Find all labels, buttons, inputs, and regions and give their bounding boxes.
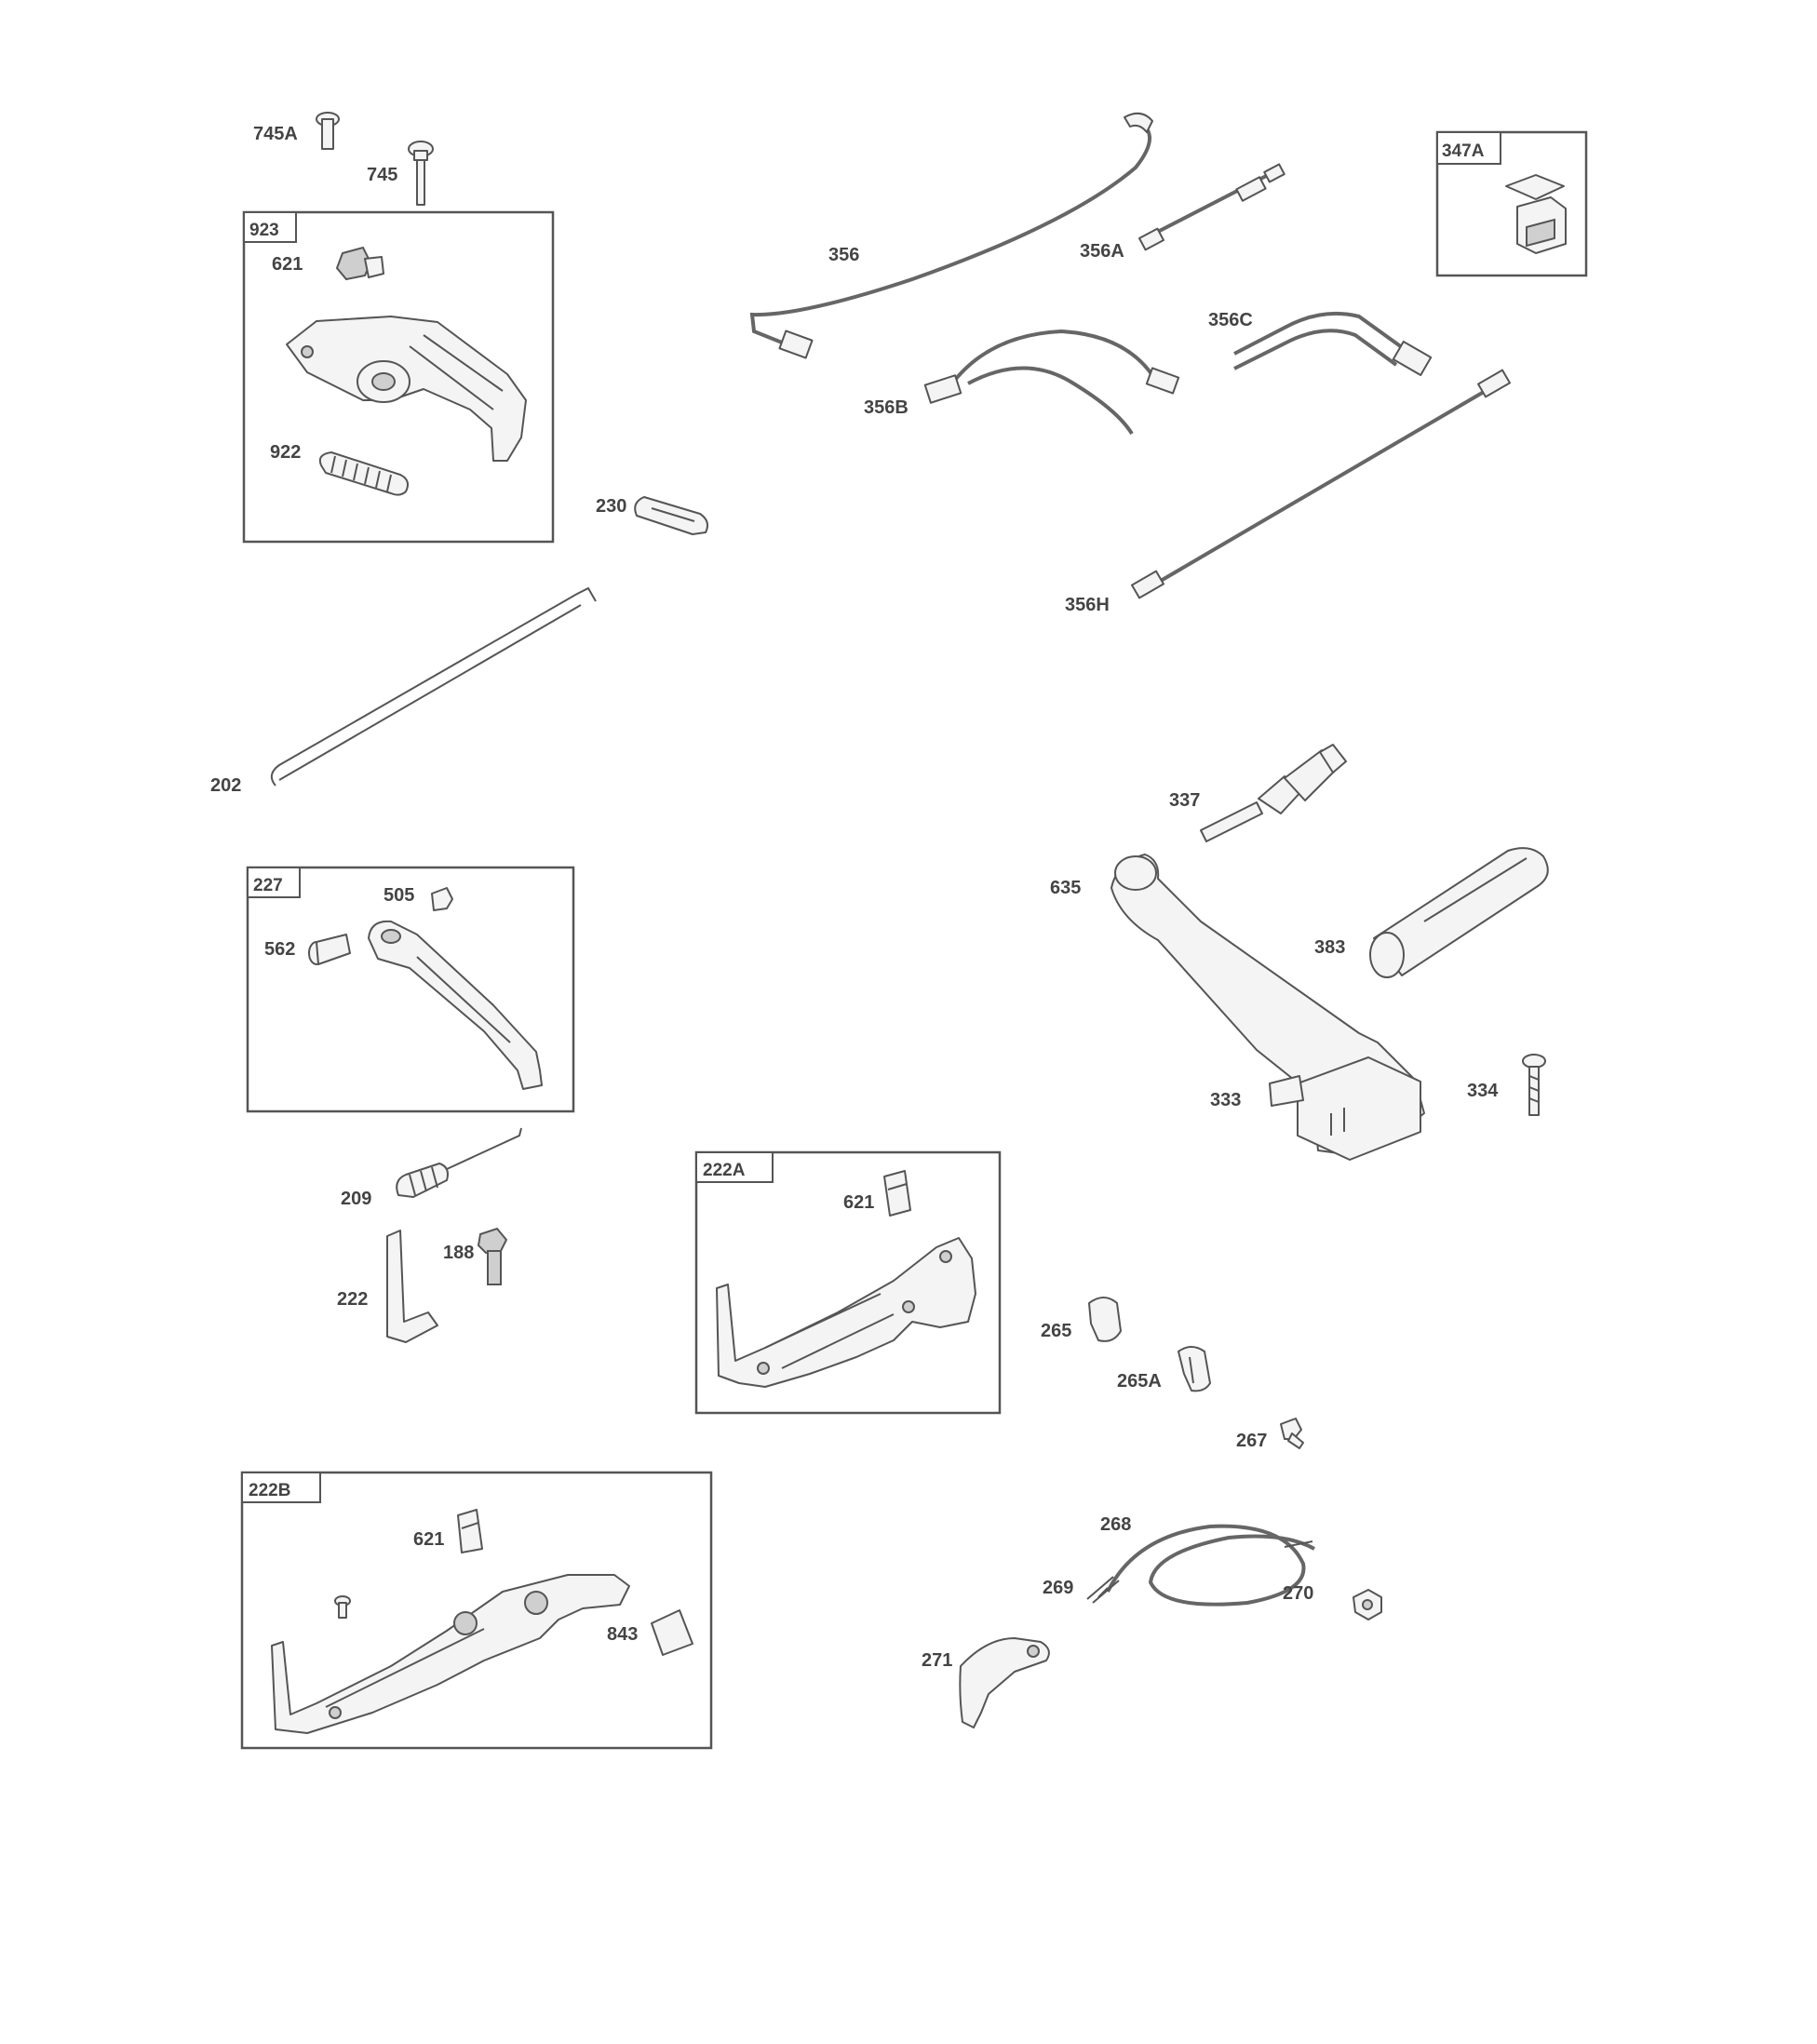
nut-621-part[interactable] [335, 246, 384, 281]
label-209: 209 [341, 1189, 371, 1209]
bolt-745A-part[interactable] [316, 112, 340, 150]
callout-labels: 745A 745 621 922 356 356A 356B 356C 356H… [210, 124, 1499, 1671]
screw-267-part[interactable] [1280, 1418, 1304, 1449]
box-347A: 347A [1435, 130, 1588, 277]
boot-383-part[interactable] [1369, 847, 1549, 978]
box-222A: 222A [694, 1150, 1002, 1415]
spark-plug-337-part[interactable] [1200, 744, 1347, 842]
wire-356A-part[interactable] [1138, 163, 1285, 251]
label-383: 383 [1314, 937, 1345, 958]
screw-small-222B-part[interactable] [334, 1595, 351, 1619]
box-222B: 222B [240, 1471, 713, 1750]
clip-265-part[interactable] [1088, 1297, 1122, 1342]
spring-209-part[interactable] [396, 1127, 522, 1198]
label-621-a: 621 [272, 254, 303, 275]
bolt-745-part[interactable] [408, 141, 434, 206]
wire-356C-part[interactable] [1233, 311, 1433, 377]
bolt-188-part[interactable] [477, 1227, 508, 1285]
label-843: 843 [607, 1624, 638, 1645]
link-rod-202-part[interactable] [270, 586, 597, 787]
spring-269-part[interactable] [1086, 1576, 1120, 1604]
box-347A-label: 347A [1442, 141, 1485, 161]
wire-356B-part[interactable] [923, 329, 1180, 436]
box-227-label: 227 [253, 876, 283, 895]
clip-265A-part[interactable] [1178, 1346, 1211, 1392]
wire-356-part[interactable] [749, 112, 1153, 359]
clip-230-part[interactable] [634, 496, 708, 535]
wire-356H-part[interactable] [1131, 369, 1511, 599]
control-bracket-222B-part[interactable] [271, 1574, 630, 1734]
label-356: 356 [828, 245, 859, 265]
nut-621c-part[interactable] [457, 1509, 483, 1553]
label-337: 337 [1169, 790, 1200, 811]
cable-268-part[interactable] [1106, 1524, 1315, 1607]
label-356A: 356A [1080, 241, 1124, 262]
spring-922-part[interactable] [318, 451, 409, 496]
box-222B-label: 222B [249, 1481, 290, 1500]
label-222: 222 [337, 1289, 368, 1310]
label-922: 922 [270, 442, 301, 463]
label-265: 265 [1041, 1321, 1071, 1341]
nut-621b-part[interactable] [883, 1170, 911, 1217]
nut-505-part[interactable] [431, 887, 453, 911]
label-745: 745 [367, 165, 397, 185]
label-562: 562 [264, 939, 295, 960]
control-lever-227-part[interactable] [368, 920, 543, 1090]
label-271: 271 [922, 1650, 952, 1671]
switch-347A-part[interactable] [1505, 174, 1567, 254]
pin-562-part[interactable] [308, 934, 351, 965]
label-334: 334 [1467, 1081, 1499, 1101]
label-333: 333 [1210, 1090, 1241, 1110]
label-745A: 745A [253, 124, 298, 144]
label-270: 270 [1283, 1583, 1313, 1604]
screw-334-part[interactable] [1522, 1054, 1546, 1116]
label-621-b: 621 [843, 1192, 874, 1213]
label-635: 635 [1050, 878, 1081, 898]
box-923: 923 [242, 210, 555, 544]
label-621-c: 621 [413, 1529, 444, 1550]
label-356H: 356H [1065, 595, 1110, 615]
box-923-label: 923 [249, 221, 279, 240]
governor-lever-part[interactable] [286, 316, 527, 462]
lever-271-part[interactable] [959, 1637, 1050, 1728]
label-188: 188 [443, 1243, 474, 1263]
label-505: 505 [384, 885, 414, 906]
label-269: 269 [1043, 1578, 1073, 1598]
box-222A-label: 222A [703, 1161, 746, 1180]
nut-270-part[interactable] [1353, 1589, 1382, 1620]
label-267: 267 [1236, 1431, 1267, 1451]
label-268: 268 [1100, 1514, 1131, 1535]
control-bracket-222A-part[interactable] [716, 1237, 976, 1388]
box-227: 227 [246, 866, 575, 1113]
link-222-part[interactable] [386, 1230, 438, 1343]
ignition-armature-333-part[interactable] [1110, 854, 1425, 1161]
label-356C: 356C [1208, 310, 1253, 330]
label-356B: 356B [864, 397, 908, 418]
pad-843-part[interactable] [651, 1609, 693, 1656]
label-265A: 265A [1117, 1371, 1162, 1392]
label-230: 230 [596, 496, 626, 517]
label-202: 202 [210, 775, 241, 796]
